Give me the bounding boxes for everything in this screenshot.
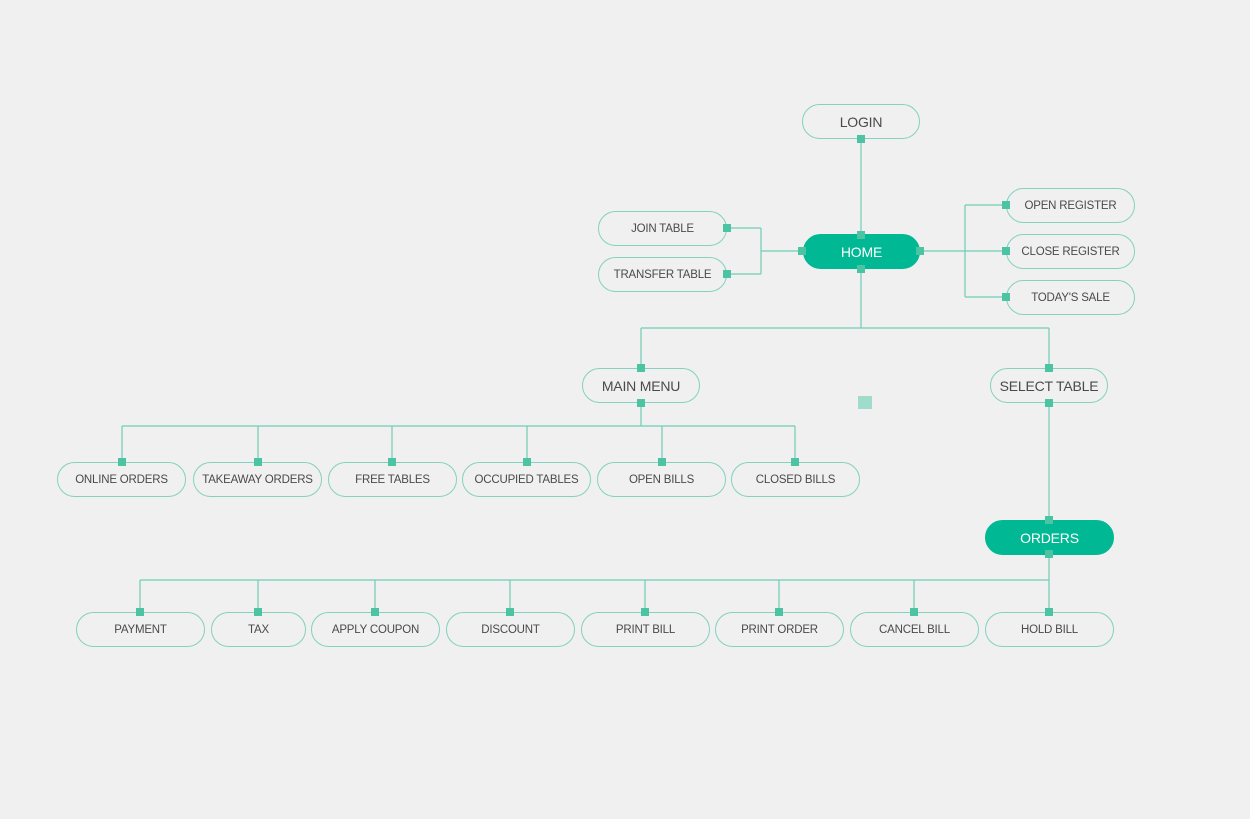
node-select-table[interactable]: SELECT TABLE (990, 368, 1108, 403)
node-occupied-tables[interactable]: OCCUPIED TABLES (462, 462, 591, 497)
node-join-table[interactable]: JOIN TABLE (598, 211, 727, 246)
connector-port (1045, 608, 1053, 616)
connector-port (388, 458, 396, 466)
connector-port (916, 247, 924, 255)
connector-port (857, 231, 865, 239)
connector-port (1002, 293, 1010, 301)
connector-port (641, 608, 649, 616)
connector-port (775, 608, 783, 616)
edge-main-menu-children (121, 403, 796, 462)
node-orders[interactable]: ORDERS (985, 520, 1114, 555)
connector-port (1002, 247, 1010, 255)
connector-port (798, 247, 806, 255)
node-open-bills[interactable]: OPEN BILLS (597, 462, 726, 497)
node-payment[interactable]: PAYMENT (76, 612, 205, 647)
connector-port (637, 399, 645, 407)
node-free-tables[interactable]: FREE TABLES (328, 462, 457, 497)
node-cancel-bill[interactable]: CANCEL BILL (850, 612, 979, 647)
node-close-register[interactable]: CLOSE REGISTER (1006, 234, 1135, 269)
connector-port (1045, 399, 1053, 407)
connector-port (723, 270, 731, 278)
connector-port (723, 224, 731, 232)
connector-port (910, 608, 918, 616)
node-transfer-table[interactable]: TRANSFER TABLE (598, 257, 727, 292)
edge-home-actions-left (727, 227, 803, 275)
node-print-order[interactable]: PRINT ORDER (715, 612, 844, 647)
connector-port (658, 458, 666, 466)
connector-port (1045, 516, 1053, 524)
connector-port (506, 608, 514, 616)
node-apply-coupon[interactable]: APPLY COUPON (311, 612, 440, 647)
node-takeaway-orders[interactable]: TAKEAWAY ORDERS (193, 462, 322, 497)
edge-home-actions-right (920, 204, 1006, 298)
connector-port (523, 458, 531, 466)
connector-port (791, 458, 799, 466)
edge-home-branches (640, 268, 1050, 368)
connector-port (857, 265, 865, 273)
connector-port (1002, 201, 1010, 209)
connector-port (371, 608, 379, 616)
node-home[interactable]: HOME (803, 234, 920, 269)
connector-port (254, 608, 262, 616)
node-open-register[interactable]: OPEN REGISTER (1006, 188, 1135, 223)
node-tax[interactable]: TAX (211, 612, 306, 647)
node-discount[interactable]: DISCOUNT (446, 612, 575, 647)
node-closed-bills[interactable]: CLOSED BILLS (731, 462, 860, 497)
connector-port (254, 458, 262, 466)
connector-port (857, 135, 865, 143)
node-hold-bill[interactable]: HOLD BILL (985, 612, 1114, 647)
node-login[interactable]: LOGIN (802, 104, 920, 139)
connector-port (1045, 550, 1053, 558)
drag-handle-marker[interactable] (858, 396, 872, 409)
node-online-orders[interactable]: ONLINE ORDERS (57, 462, 186, 497)
edge-orders-children (139, 554, 1050, 612)
node-main-menu[interactable]: MAIN MENU (582, 368, 700, 403)
connector-port (118, 458, 126, 466)
node-print-bill[interactable]: PRINT BILL (581, 612, 710, 647)
connector-port (136, 608, 144, 616)
node-todays-sale[interactable]: TODAY'S SALE (1006, 280, 1135, 315)
connector-port (637, 364, 645, 372)
connector-port (1045, 364, 1053, 372)
